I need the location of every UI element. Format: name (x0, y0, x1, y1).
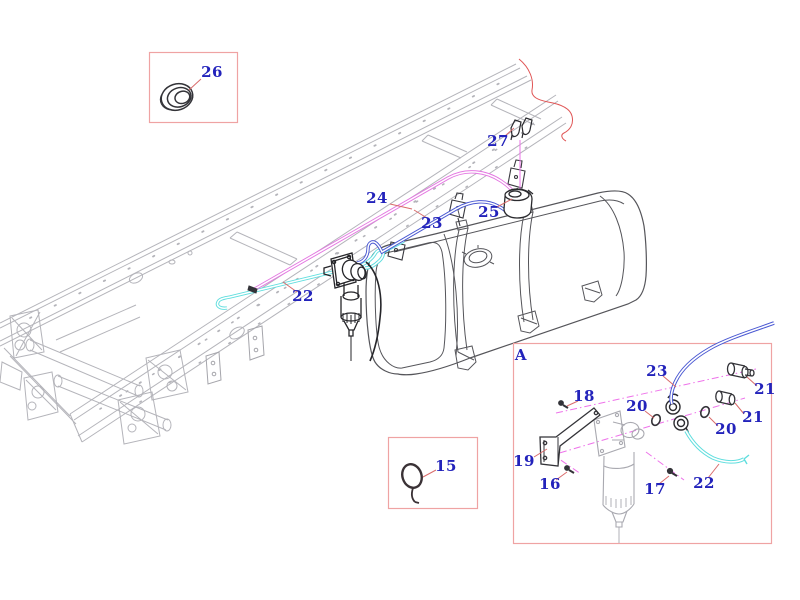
callout-a-16: 16 (539, 475, 561, 493)
callout-25: 25 (478, 203, 500, 221)
fitting-21-top (726, 362, 755, 379)
detail-box-26 (148, 51, 239, 124)
spring-hanger-brackets (205, 325, 265, 385)
callout-a-21-top: 21 (754, 380, 776, 398)
fuel-filter-main (323, 252, 382, 362)
grommet-26 (159, 82, 194, 112)
callout-26: 26 (201, 63, 223, 81)
bolt-16 (564, 465, 575, 474)
bolt-17 (666, 467, 678, 477)
frame-break-line (518, 58, 573, 142)
seal-ring-20-left (650, 413, 662, 427)
bolt-18 (558, 400, 569, 409)
callout-a-20-left: 20 (626, 397, 648, 415)
callout-a-17: 17 (644, 480, 666, 498)
callout-a-22: 22 (693, 474, 715, 492)
hose-23-detail (669, 321, 775, 405)
tube-23-blue (356, 200, 510, 265)
callout-15: 15 (435, 457, 457, 475)
callout-a-23: 23 (646, 362, 668, 380)
filter-assembly-ghost (593, 410, 645, 543)
rear-suspension (0, 309, 189, 445)
bracket-19 (539, 407, 601, 467)
callout-a-19: 19 (513, 452, 535, 470)
hose-clamp-15 (401, 463, 423, 504)
hose-22-detail (684, 430, 750, 465)
leader-lines (188, 78, 758, 485)
fuel-tank (365, 189, 647, 376)
detail-box-a (512, 321, 775, 545)
callout-23: 23 (421, 214, 443, 232)
callout-27: 27 (487, 132, 509, 150)
detail-box-15 (387, 436, 479, 510)
tank-fitting-25 (503, 188, 534, 219)
callout-24: 24 (366, 189, 388, 207)
seal-ring-20-right (699, 405, 711, 419)
callout-a-18: 18 (573, 387, 595, 405)
detail-box-label-a: A (514, 346, 528, 364)
callout-a-20-right: 20 (715, 420, 737, 438)
callout-a-21-bottom: 21 (742, 408, 764, 426)
pipe-clamps-27 (510, 117, 533, 141)
callout-22: 22 (292, 287, 314, 305)
fitting-21-bottom (715, 390, 736, 406)
